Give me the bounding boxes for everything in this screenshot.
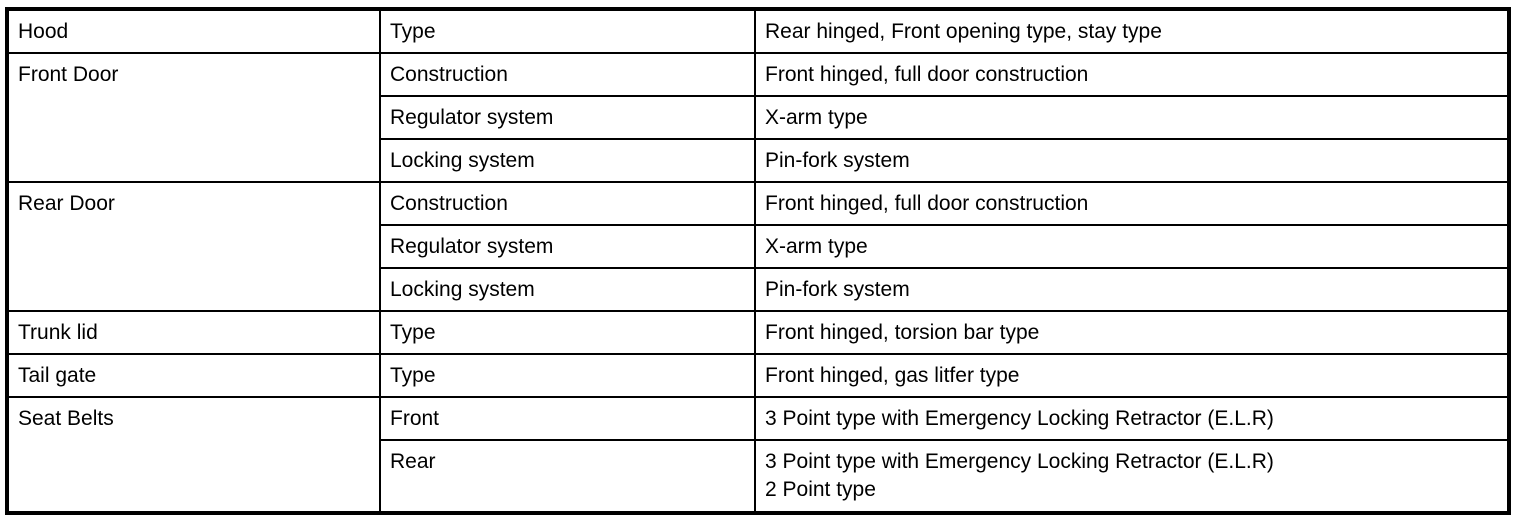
value-cell: Front hinged, full door construction bbox=[754, 181, 1510, 226]
attribute-cell: Regulator system bbox=[379, 224, 756, 269]
attribute-cell: Front bbox=[379, 396, 756, 441]
attribute-cell: Construction bbox=[379, 181, 756, 226]
value-cell: 3 Point type with Emergency Locking Retr… bbox=[754, 396, 1510, 441]
value-cell: Rear hinged, Front opening type, stay ty… bbox=[754, 8, 1510, 54]
value-cell: Front hinged, full door construction bbox=[754, 52, 1510, 97]
value-cell: Front hinged, gas litfer type bbox=[754, 353, 1510, 398]
value-cell: Pin-fork system bbox=[754, 267, 1510, 312]
attribute-cell: Rear bbox=[379, 439, 756, 514]
value-cell: Front hinged, torsion bar type bbox=[754, 310, 1510, 355]
value-cell: 3 Point type with Emergency Locking Retr… bbox=[754, 439, 1510, 514]
attribute-cell: Type bbox=[379, 310, 756, 355]
attribute-cell: Regulator system bbox=[379, 95, 756, 140]
component-cell: Hood bbox=[6, 8, 381, 54]
attribute-cell: Construction bbox=[379, 52, 756, 97]
value-cell: X-arm type bbox=[754, 95, 1510, 140]
component-cell: Tail gate bbox=[6, 353, 381, 398]
component-cell: Front Door bbox=[6, 52, 381, 183]
component-cell: Trunk lid bbox=[6, 310, 381, 355]
value-cell: X-arm type bbox=[754, 224, 1510, 269]
value-cell: Pin-fork system bbox=[754, 138, 1510, 183]
attribute-cell: Type bbox=[379, 8, 756, 54]
component-cell: Rear Door bbox=[6, 181, 381, 312]
attribute-cell: Locking system bbox=[379, 138, 756, 183]
attribute-cell: Locking system bbox=[379, 267, 756, 312]
attribute-cell: Type bbox=[379, 353, 756, 398]
component-cell: Seat Belts bbox=[6, 396, 381, 514]
